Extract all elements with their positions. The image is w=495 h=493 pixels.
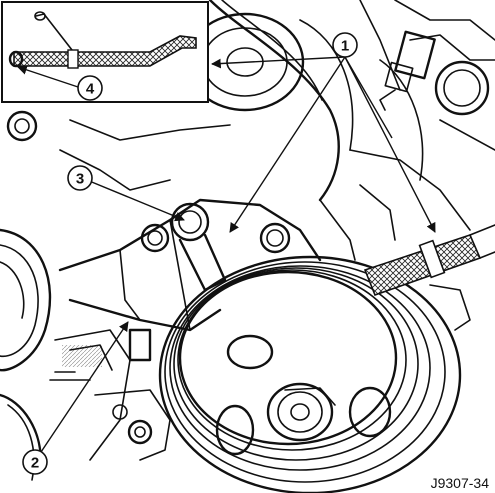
- figure-id-label: J9307-34: [431, 475, 490, 491]
- bolt-lower-small: [112, 404, 128, 420]
- crankshaft-pulley: [0, 228, 52, 481]
- power-steering-pulley: [158, 255, 462, 493]
- bolt-lower: [127, 419, 153, 445]
- svg-text:4: 4: [86, 81, 95, 98]
- bolt-left: [140, 223, 170, 253]
- electrical-connector: [379, 30, 436, 111]
- svg-text:3: 3: [76, 171, 84, 188]
- leader-lines: [17, 56, 436, 459]
- callout-3: 3: [67, 165, 93, 191]
- inset-detail: [1, 1, 209, 103]
- callout-2: 2: [22, 449, 48, 475]
- pressure-hose-assembly: [363, 224, 495, 331]
- bolt-top-left: [6, 110, 38, 142]
- callout-1: 1: [332, 32, 358, 58]
- bolt-right: [259, 222, 291, 254]
- callout-4: 4: [77, 75, 103, 101]
- svg-text:1: 1: [341, 38, 349, 55]
- svg-text:2: 2: [31, 455, 39, 472]
